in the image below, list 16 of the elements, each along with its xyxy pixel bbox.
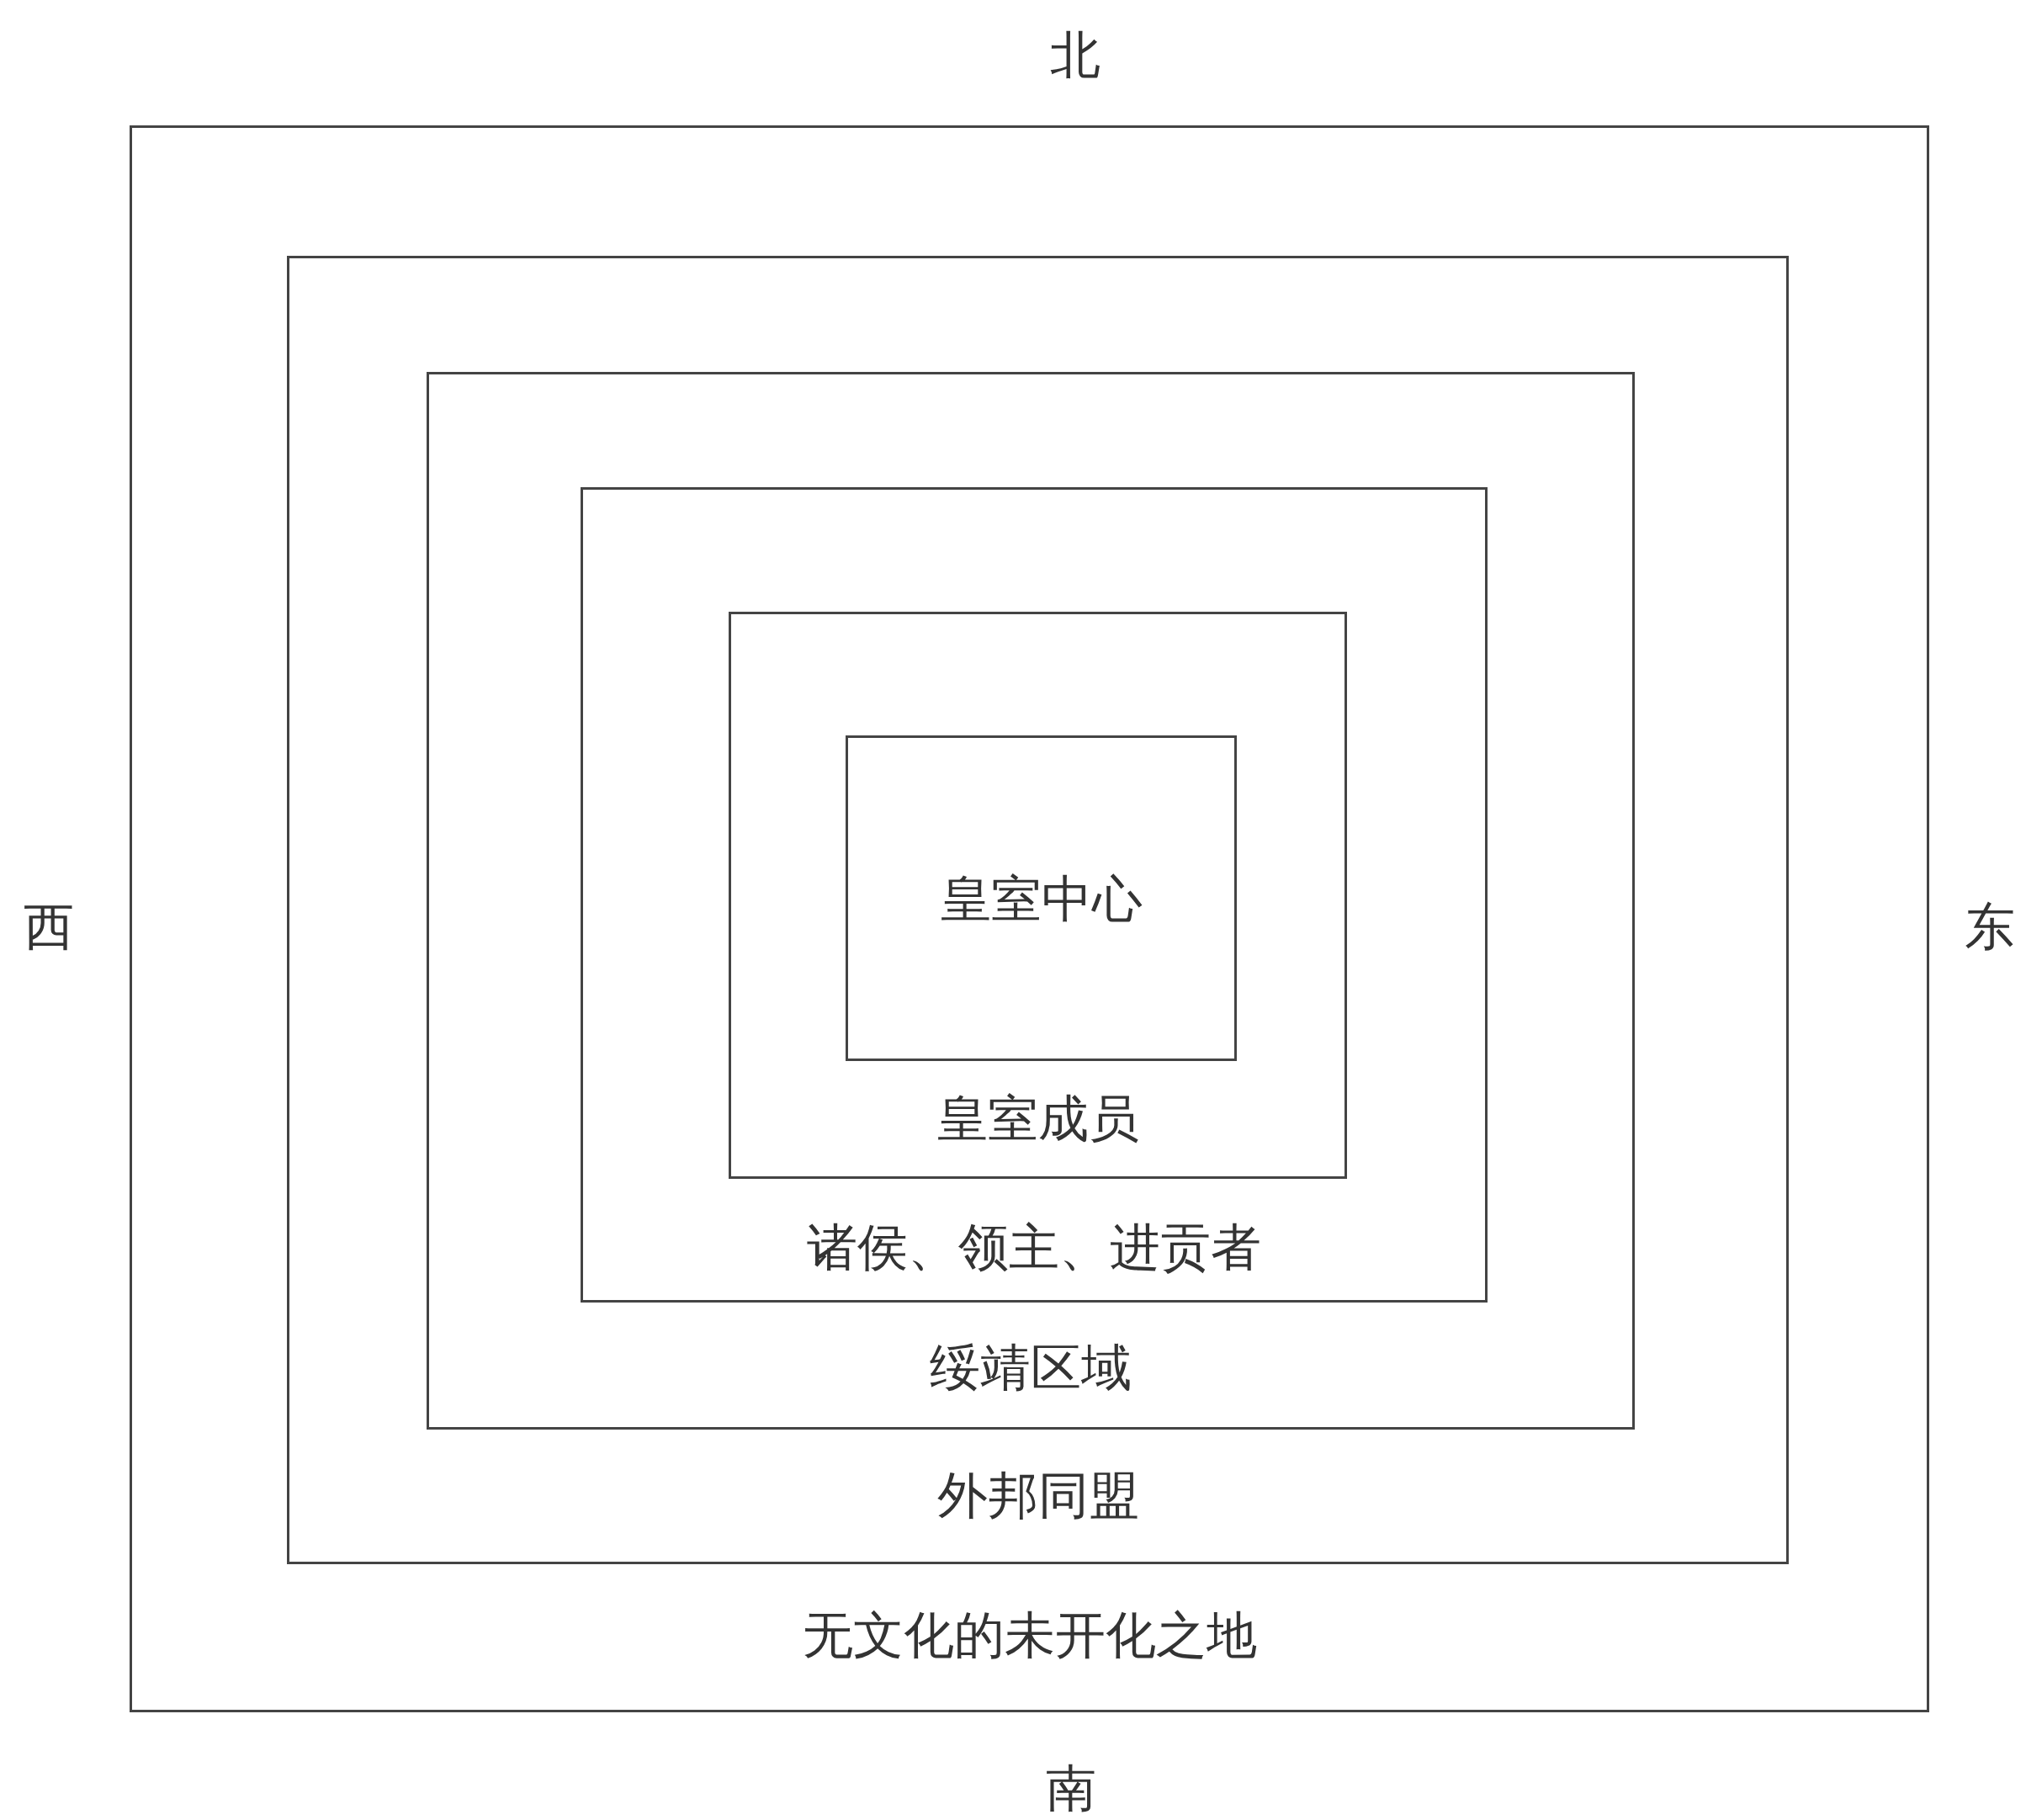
zone-label: 诸侯、领主、进贡者 [807,1217,1261,1277]
zone-box [287,256,1789,1564]
zone-box [581,487,1488,1303]
zone-box [427,372,1635,1430]
zone-label: 无文化的未开化之地 [802,1605,1257,1665]
zone-box [130,125,1929,1712]
zone-box [846,735,1237,1061]
direction-label: 北 [1050,24,1101,85]
zone-label: 皇室中心 [940,868,1143,929]
zone-label: 外邦同盟 [936,1465,1139,1526]
zone-box [729,612,1347,1179]
direction-label: 东 [1965,896,2015,957]
direction-label: 西 [24,896,74,957]
zone-label: 皇室成员 [936,1088,1139,1149]
direction-label: 南 [1046,1758,1096,1818]
zone-label: 绥靖区域 [930,1337,1132,1398]
